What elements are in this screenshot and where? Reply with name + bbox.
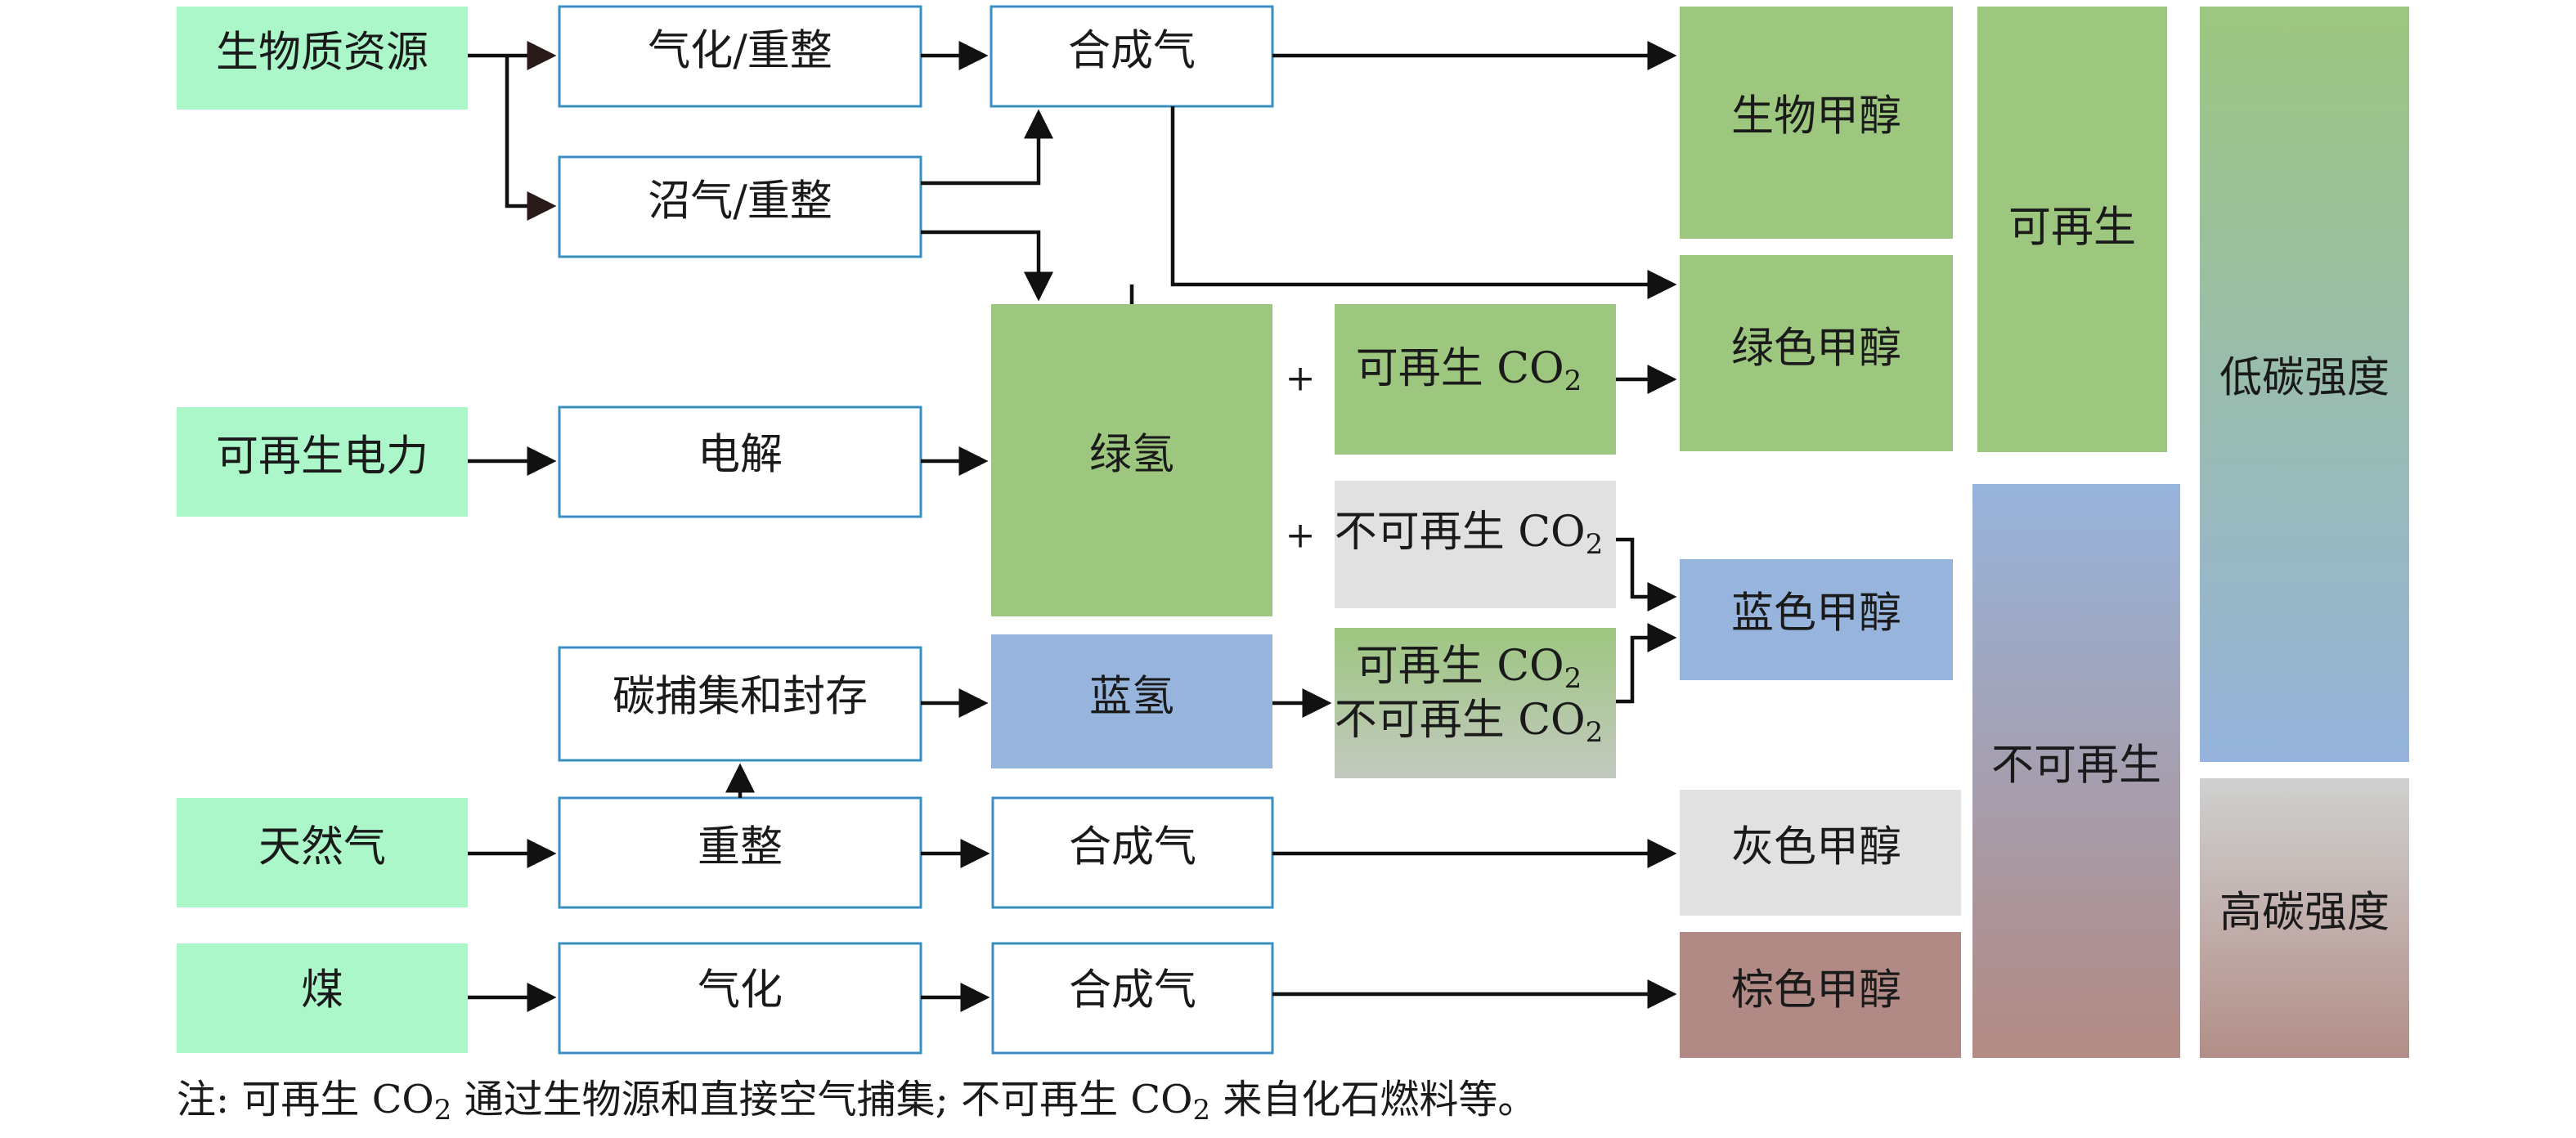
co2-mixed-renewable-prefix: 可再生 CO [1356, 642, 1564, 691]
co2-mixed: 可再生 CO2 不可再生 CO2 [1335, 628, 1616, 778]
category-renewable-label: 可再生 [2008, 204, 2136, 253]
process-gasification-label: 气化 [698, 966, 783, 1015]
methanol-blue: 蓝色甲醇 [1680, 559, 1953, 680]
methanol-green: 绿色甲醇 [1680, 255, 1953, 451]
process-biogas-reforming: 沼气/重整 [558, 155, 922, 258]
co2-renewable-prefix: 可再生 CO [1356, 344, 1564, 393]
co2-mixed-nonrenewable-prefix: 不可再生 CO [1335, 696, 1586, 745]
co2-mixed-renewable-label: 可再生 CO2 [1356, 642, 1582, 696]
methanol-grey: 灰色甲醇 [1680, 790, 1961, 916]
plus-sign-renewable: + [1286, 358, 1316, 400]
footnote-part-3: 来自化石燃料等。 [1210, 1077, 1537, 1122]
source-natural-gas: 天然气 [177, 798, 468, 907]
co2-mixed-renewable-subscript: 2 [1564, 662, 1582, 695]
process-gasification-reforming-label: 气化/重整 [648, 27, 832, 76]
source-coal-label: 煤 [301, 966, 343, 1015]
footnote-part-1: 注: 可再生 CO [177, 1077, 434, 1122]
category-low-carbon: 低碳强度 [2200, 7, 2409, 762]
process-gasification-reforming: 气化/重整 [558, 5, 922, 108]
arrow-biogas-to-syngas [921, 109, 1053, 186]
category-nonrenewable-label: 不可再生 [1991, 741, 2161, 791]
source-coal: 煤 [177, 943, 468, 1053]
process-syngas-gas: 合成气 [991, 796, 1274, 909]
source-natural-gas-label: 天然气 [258, 823, 386, 872]
process-ccs: 碳捕集和封存 [558, 646, 922, 762]
footnote: 注: 可再生 CO2 通过生物源和直接空气捕集; 不可再生 CO2 来自化石燃料… [177, 1077, 1537, 1127]
process-syngas-bio-label: 合成气 [1068, 27, 1196, 76]
source-renewable-power: 可再生电力 [177, 407, 468, 517]
process-ccs-label: 碳捕集和封存 [613, 673, 868, 722]
methanol-green-label: 绿色甲醇 [1731, 325, 1901, 374]
co2-mixed-nonrenewable-label: 不可再生 CO2 [1335, 696, 1604, 750]
category-renewable: 可再生 [1977, 7, 2167, 452]
process-biogas-reforming-label: 沼气/重整 [648, 177, 832, 226]
source-renewable-power-label: 可再生电力 [216, 432, 429, 482]
process-electrolysis-label: 电解 [698, 431, 783, 480]
process-syngas-bio: 合成气 [990, 5, 1274, 108]
methanol-brown-label: 棕色甲醇 [1731, 966, 1901, 1015]
process-electrolysis: 电解 [558, 405, 922, 518]
arrow-mixed-co2-to-blue-methanol [1616, 623, 1677, 704]
footnote-subscript-1: 2 [434, 1094, 452, 1127]
process-syngas-gas-label: 合成气 [1069, 823, 1196, 872]
co2-renewable: 可再生 CO2 [1335, 304, 1616, 455]
co2-renewable-label: 可再生 CO2 [1356, 344, 1582, 398]
process-reforming: 重整 [558, 796, 922, 909]
methanol-blue-label: 蓝色甲醇 [1731, 589, 1901, 638]
hydrogen-green: 绿氢 [991, 304, 1272, 616]
hydrogen-blue-label: 蓝氢 [1089, 673, 1174, 722]
process-syngas-coal: 合成气 [991, 942, 1274, 1055]
methanol-grey-label: 灰色甲醇 [1731, 823, 1901, 872]
co2-renewable-subscript: 2 [1564, 365, 1582, 397]
source-biomass-label: 生物质资源 [216, 29, 429, 78]
footnote-subscript-2: 2 [1192, 1094, 1210, 1127]
co2-nonrenewable-label: 不可再生 CO2 [1335, 508, 1604, 562]
co2-nonrenewable-prefix: 不可再生 CO [1335, 508, 1586, 557]
category-low-carbon-label: 低碳强度 [2219, 354, 2390, 403]
hydrogen-blue: 蓝氢 [991, 634, 1272, 768]
arrow-nonrenewable-co2-to-blue-methanol [1616, 537, 1677, 612]
plus-sign-nonrenewable: + [1286, 515, 1316, 557]
arrow-biogas-to-green-hydrogen [921, 230, 1053, 302]
co2-nonrenewable-subscript: 2 [1586, 528, 1604, 561]
methanol-brown: 棕色甲醇 [1680, 932, 1961, 1058]
process-reforming-label: 重整 [698, 823, 783, 872]
methanol-bio-label: 生物甲醇 [1731, 92, 1901, 141]
connectors [468, 41, 1677, 1012]
process-syngas-coal-label: 合成气 [1069, 966, 1196, 1015]
hydrogen-green-label: 绿氢 [1089, 431, 1174, 480]
category-high-carbon-label: 高碳强度 [2219, 889, 2390, 938]
category-high-carbon: 高碳强度 [2200, 778, 2409, 1058]
arrow-syngas-to-green-methanol [1170, 106, 1677, 299]
co2-nonrenewable: 不可再生 CO2 [1335, 481, 1616, 608]
arrow-biomass-to-biogas [505, 56, 557, 221]
category-nonrenewable: 不可再生 [1972, 484, 2180, 1058]
process-gasification: 气化 [558, 942, 922, 1055]
footnote-part-2: 通过生物源和直接空气捕集; 不可再生 CO [451, 1077, 1192, 1122]
methanol-bio: 生物甲醇 [1680, 7, 1953, 239]
source-biomass: 生物质资源 [177, 7, 468, 110]
co2-mixed-nonrenewable-subscript: 2 [1586, 716, 1604, 749]
